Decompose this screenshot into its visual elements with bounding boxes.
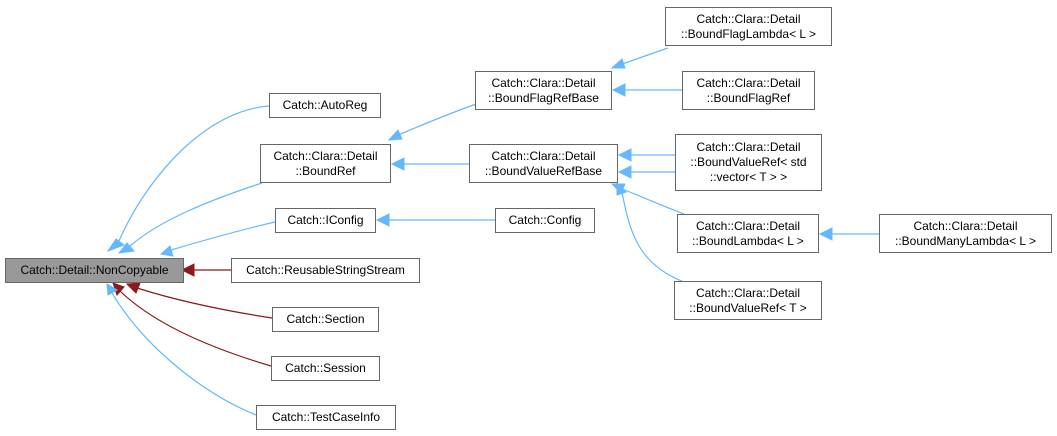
edge-arrowhead [611,83,626,97]
node-label-line: Catch::AutoReg [282,98,368,112]
node-label-line: Catch::ReusableStringStream [246,263,405,277]
node-iconfig[interactable]: Catch::IConfig [275,208,376,233]
node-label-line: Catch::Clara::Detail [695,285,801,300]
edge-arrowhead [180,263,195,277]
edge-arrowhead [375,213,390,227]
node-label-line: ::BoundRef [295,163,356,178]
node-autoreg[interactable]: Catch::AutoReg [269,93,381,118]
node-label-line: ::BoundValueRef< T > [689,300,807,315]
node-label-line: Catch::Clara::Detail [696,11,801,26]
node-label-line: Catch::Clara::Detail [273,148,378,163]
node-boundflaglambda[interactable]: Catch::Clara::Detail::BoundFlagLambda< L… [665,7,832,46]
edge-arrowhead [106,238,126,253]
node-label-line: ::BoundFlagLambda< L > [681,26,816,41]
node-label-line: Catch::Section [286,312,365,326]
edge-arrowhead [617,165,632,179]
node-boundref[interactable]: Catch::Clara::Detail::BoundRef [260,144,391,183]
node-boundflagrefbase[interactable]: Catch::Clara::Detail::BoundFlagRefBase [475,71,612,110]
edge-arrowhead [616,181,627,196]
node-label-line: Catch::Clara::Detail [913,218,1018,233]
node-label-line: ::BoundManyLambda< L > [895,233,1036,248]
edge-boundref-to-noncopyable [129,182,263,247]
node-boundmanylambda[interactable]: Catch::Clara::Detail::BoundManyLambda< L… [879,214,1052,253]
node-reusable-string-stream[interactable]: Catch::ReusableStringStream [231,258,420,283]
node-label-line: Catch::Session [285,361,366,375]
node-noncopyable[interactable]: Catch::Detail::NonCopyable [5,258,184,283]
edge-autoreg-to-noncopyable [117,105,270,244]
node-label-line: Catch::Clara::Detail [491,75,596,90]
edge-arrowhead [106,283,118,296]
node-label-line: ::BoundLambda< L > [692,233,804,248]
node-boundflagref[interactable]: Catch::Clara::Detail::BoundFlagRef [682,71,815,110]
node-boundlambda[interactable]: Catch::Clara::Detail::BoundLambda< L > [677,214,819,253]
edge-arrowhead [159,245,174,257]
edge-section-to-noncopyable [136,287,273,319]
node-label-line: Catch::Detail::NonCopyable [20,263,169,277]
edge-session-to-noncopyable [119,290,272,367]
node-label-line: Catch::Clara::Detail [491,148,596,163]
node-label-line: Catch::IConfig [287,213,364,227]
edge-boundvaluereft-to-boundvaluerefbase [621,191,685,283]
node-label-line: Catch::Config [508,213,582,227]
edge-boundflagrefbase-to-boundref [397,103,477,136]
node-boundvalueref-vector[interactable]: Catch::Clara::Detail::BoundValueRef< std… [675,134,822,191]
edge-arrowhead [617,148,632,162]
edge-iconfig-to-noncopyable [170,221,276,251]
node-label-line: ::BoundFlagRefBase [488,90,599,105]
node-label-line: Catch::Clara::Detail [696,140,801,154]
node-label-line: ::vector< T > > [709,170,788,184]
edge-arrowhead [390,157,405,171]
node-label-line: ::BoundValueRef< std [690,155,807,169]
node-boundvalueref-t[interactable]: Catch::Clara::Detail::BoundValueRef< T > [674,281,822,320]
edge-arrowhead [387,129,403,141]
node-label-line: ::BoundValueRefBase [484,163,603,178]
edge-arrowhead [610,58,626,69]
edge-boundlambda-to-boundvaluerefbase [621,188,685,215]
edge-boundflaglambda-to-boundflagrefbase [621,47,669,65]
edge-testcaseinfo-to-noncopyable [111,292,257,416]
node-label-line: ::BoundFlagRef [706,90,791,105]
node-section[interactable]: Catch::Section [272,307,379,332]
edge-arrowhead [125,282,141,294]
edge-arrowhead [117,242,135,254]
node-config[interactable]: Catch::Config [495,208,595,233]
edge-arrowhead [818,227,833,241]
node-label-line: Catch::Clara::Detail [696,75,801,90]
node-session[interactable]: Catch::Session [271,356,380,381]
node-label-line: Catch::TestCaseInfo [271,410,381,424]
node-testcaseinfo[interactable]: Catch::TestCaseInfo [256,405,396,430]
node-label-line: Catch::Clara::Detail [695,218,801,233]
node-boundvaluerefbase[interactable]: Catch::Clara::Detail::BoundValueRefBase [469,144,618,183]
